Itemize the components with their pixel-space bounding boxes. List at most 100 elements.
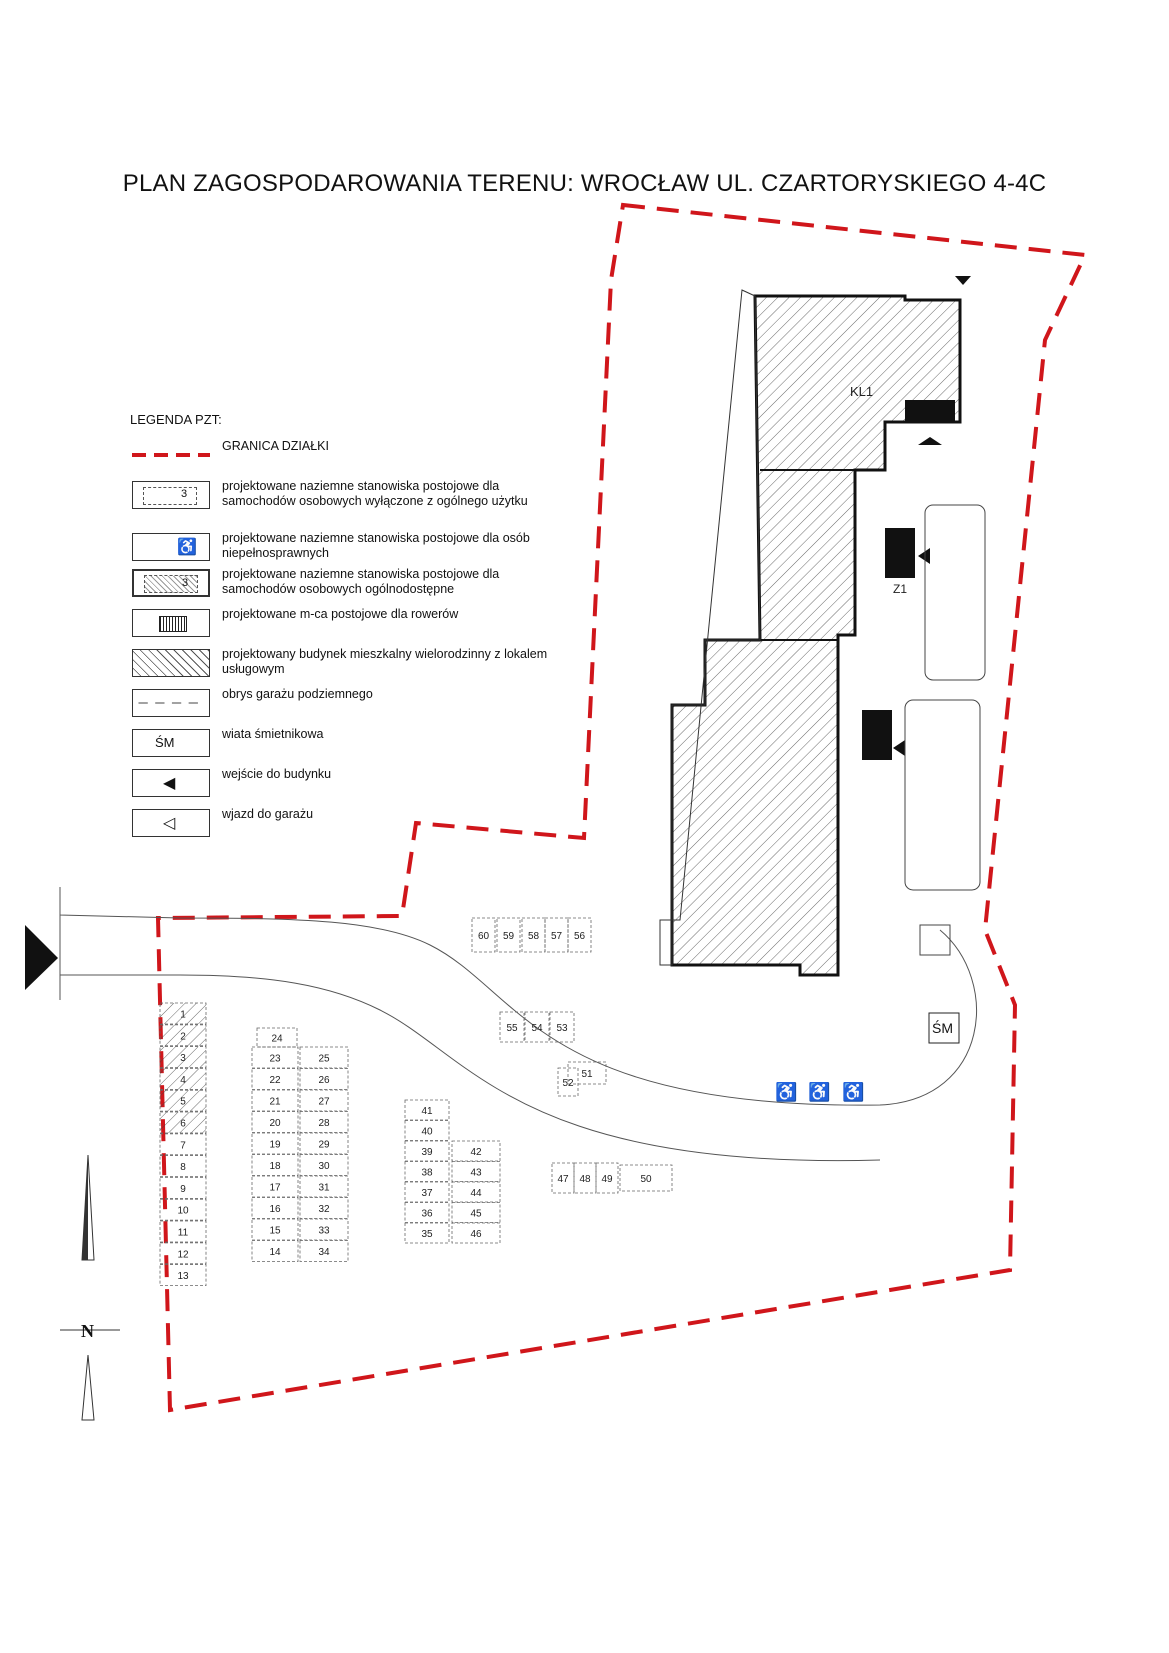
wheelchair-icon: ♿	[808, 1081, 830, 1102]
parking-stall-number: 14	[269, 1247, 281, 1258]
legend-item-building: projektowany budynek mieszkalny wielorod…	[130, 645, 550, 685]
parking-stall	[299, 1175, 349, 1198]
parking-stall	[159, 1155, 207, 1177]
legend-item-garage-outline: obrys garażu podziemnego	[130, 685, 550, 725]
parking-stall	[159, 1068, 207, 1090]
parking-stall-number: 23	[269, 1054, 281, 1065]
parking-stall	[299, 1240, 349, 1262]
parking-stall	[404, 1099, 450, 1121]
north-arrow: N	[60, 1154, 120, 1421]
parking-stall-number: 37	[421, 1188, 433, 1199]
parking-stall	[299, 1068, 349, 1090]
parking-stall	[251, 1240, 299, 1262]
parking-stall-number: 33	[318, 1226, 330, 1237]
parking-stall	[159, 1046, 207, 1068]
parking-stall	[404, 1202, 450, 1223]
legend-item-private-parking: 3 projektowane naziemne stanowiska posto…	[130, 477, 550, 529]
parking-stall	[496, 917, 521, 953]
building-hatch-symbol	[132, 649, 210, 677]
parking-stall	[404, 1222, 450, 1244]
parking-stall	[256, 1027, 298, 1048]
parking-stall-number: 11	[178, 1228, 189, 1239]
legend-label: projektowane naziemne stanowiska postojo…	[222, 531, 530, 560]
parking-stall	[159, 1111, 207, 1134]
parking-stall-number: 26	[318, 1075, 330, 1086]
parking-stall	[251, 1175, 299, 1198]
legend-label: projektowany budynek mieszkalny wielorod…	[222, 647, 548, 676]
parking-stall	[299, 1218, 349, 1241]
parking-stall-number: 6	[180, 1119, 186, 1130]
parking-stall-number: 35	[421, 1229, 433, 1240]
parking-stall	[573, 1162, 597, 1194]
parking-stall-number: 46	[470, 1229, 482, 1240]
parking-stall	[557, 1067, 579, 1097]
building	[659, 276, 971, 977]
parking-stall-number: 12	[177, 1249, 189, 1260]
parking-stall-number: 43	[470, 1168, 482, 1179]
parking-stall-number: 5	[180, 1097, 186, 1108]
legend-item-garage-entry: ◁ wjazd do garażu	[130, 805, 550, 845]
parking-stall-number: 28	[318, 1118, 330, 1129]
parking-stall-number: 40	[421, 1127, 433, 1138]
legend-item-waste-shelter: ŚM wiata śmietnikowa	[130, 725, 550, 765]
parking-stall-number: 13	[177, 1271, 189, 1282]
parking-stall	[471, 917, 496, 953]
page-title: PLAN ZAGOSPODAROWANIA TERENU: WROCŁAW UL…	[122, 170, 1047, 197]
parking-stall	[251, 1197, 299, 1219]
parking-stall	[451, 1202, 501, 1223]
legend-item-disabled-parking: ♿ projektowane naziemne stanowiska posto…	[130, 529, 550, 565]
parking-stall-number: 42	[470, 1147, 482, 1158]
parking-stall	[499, 1011, 525, 1043]
parking-stall	[451, 1161, 501, 1182]
bike-rack-icon	[132, 609, 210, 637]
parking-stall-number: 19	[269, 1140, 281, 1151]
parking-stall-number: 49	[601, 1174, 613, 1185]
parking-stall	[299, 1132, 349, 1155]
parking-stall	[551, 1162, 575, 1194]
legend: LEGENDA PZT: GRANICA DZIAŁKI 3 projektow…	[130, 412, 550, 845]
parking-stall-number: 50	[640, 1174, 652, 1185]
parking-stall	[619, 1164, 673, 1192]
stair-core-label: KL1	[850, 384, 873, 399]
parking-stall	[404, 1140, 450, 1162]
parking-stall-number: 9	[180, 1184, 186, 1195]
parking-stall	[549, 1011, 575, 1043]
parking-stall	[451, 1140, 501, 1162]
parking-stall	[404, 1181, 450, 1203]
waste-shelter-box	[928, 1012, 960, 1044]
legend-item-public-parking: 3 projektowane naziemne stanowiska posto…	[130, 565, 550, 605]
parking-stall-number: 27	[318, 1097, 330, 1108]
parking-stall-number: 39	[421, 1147, 433, 1158]
parking-stall-number: 4	[180, 1075, 186, 1086]
parking-stall	[159, 1242, 207, 1265]
parking-stall-number: 55	[506, 1023, 518, 1034]
parking-stall-number: 56	[574, 931, 586, 942]
parking-stall-number: 60	[478, 931, 490, 942]
parking-stall-number: 16	[269, 1204, 281, 1215]
north-label: N	[81, 1321, 94, 1341]
parking-stall-number: 29	[318, 1140, 330, 1151]
parking-stall-number: 25	[318, 1054, 330, 1065]
parking-stall	[251, 1068, 299, 1090]
legend-label: GRANICA DZIAŁKI	[222, 439, 329, 453]
parking-stall	[299, 1111, 349, 1133]
parking-stall	[159, 1220, 207, 1243]
parking-stall-number: 41	[421, 1106, 433, 1117]
garage-entry-icon: ◁	[132, 809, 210, 837]
parking-stall-number: 2	[180, 1031, 186, 1042]
parking-stall-number: 24	[271, 1034, 283, 1045]
parking-stall	[299, 1089, 349, 1112]
parking-stall	[595, 1162, 619, 1194]
parking-stall	[159, 1264, 207, 1286]
parking-stall-number: 34	[318, 1247, 330, 1258]
parking-stall	[404, 1161, 450, 1182]
garage-outline-symbol	[132, 689, 210, 717]
parking-stall-number: 59	[503, 931, 515, 942]
waste-shelter-symbol: ŚM	[132, 729, 210, 757]
site-access-arrow	[25, 925, 58, 990]
legend-item-entrance: ◀ wejście do budynku	[130, 765, 550, 805]
boundary-symbol	[132, 441, 210, 469]
legend-heading: LEGENDA PZT:	[130, 412, 222, 427]
public-parking-symbol: 3	[132, 569, 210, 597]
